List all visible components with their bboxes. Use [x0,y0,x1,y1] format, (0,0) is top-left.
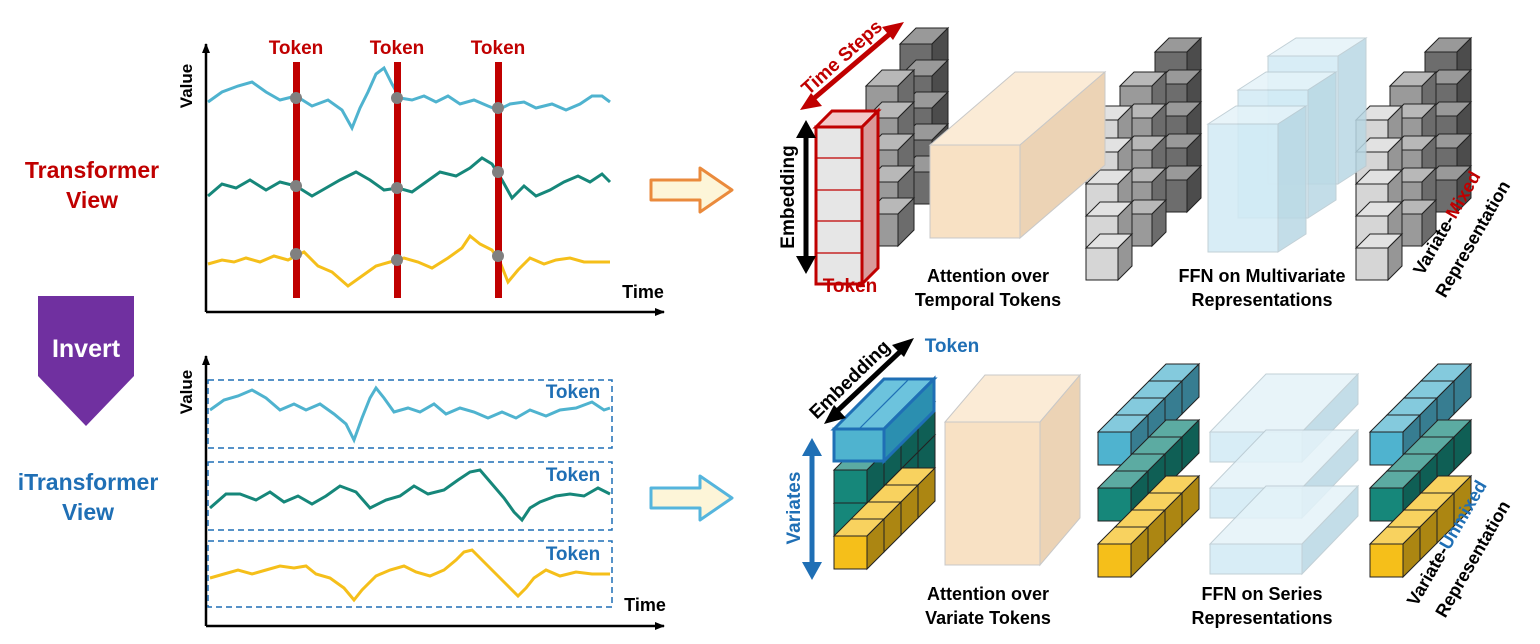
top-embedding-label: Embedding [778,145,799,248]
cube [1084,232,1134,282]
bottom-attention-label-line1: Attention over [927,584,1049,604]
bottom-token-label-1: Token [546,382,601,403]
top-token-bar-1 [293,62,300,298]
bottom-output-stack [1368,362,1473,579]
top-flow-arrow [649,166,734,214]
cube [1368,525,1422,579]
top-x-axis-label: Time [622,282,664,302]
bottom-time-series-plot: Value Time Token Token Token [177,355,666,630]
top-embedding-arrow [796,120,816,274]
top-series-teal [207,156,612,201]
top-output-stack [1354,36,1473,282]
bottom-ffn-boxes [1208,372,1360,576]
bottom-ffn-label-line1: FFN on Series [1201,584,1322,604]
ffn-box [1206,105,1308,253]
bottom-token-label-3: Token [546,544,601,565]
time-steps-arrow [800,22,904,110]
bottom-blue-token-bar [830,375,938,465]
bottom-token-box-2 [207,461,613,531]
bottom-attention-output-stack [1096,362,1201,579]
bottom-series-yellow [209,548,610,603]
cube [1096,469,1150,523]
ffn-slab [1208,484,1360,576]
bottom-flow-arrow [649,474,734,522]
invert-label: Invert [52,335,121,363]
top-attention-label-line2: Temporal Tokens [915,290,1061,310]
top-time-series-plot: Value Time Token Token Token [177,38,665,316]
top-ffn-boxes [1206,37,1368,253]
cube [832,517,886,571]
bottom-token-label-2: Token [546,465,601,486]
top-sample-dots [290,92,504,266]
variates-arrow [802,438,822,580]
top-y-axis-label: Value [177,64,196,108]
top-token-label-2: Token [370,38,425,59]
cube [1354,232,1404,282]
top-red-token-column [812,107,882,288]
bottom-token-box-3 [207,540,613,608]
top-attention-output-stack [1084,36,1203,282]
bottom-x-axis-label: Time [624,595,666,615]
top-attention-label-line1: Attention over [927,266,1049,286]
top-token-label-3: Token [471,38,526,59]
bottom-attention-box [943,373,1082,567]
top-token-label: Token [823,276,878,297]
top-ffn-label-line1: FFN on Multivariate [1178,266,1345,286]
bottom-token-box-1 [207,379,613,449]
top-series-light-blue [207,65,611,132]
top-ffn-label-line2: Representations [1191,290,1332,310]
transformer-view-label-line1: Transformer [25,157,159,183]
bottom-series-teal [209,468,611,523]
itransformer-view-label-line2: View [62,499,114,525]
cube [1368,469,1422,523]
bottom-attention-label-line2: Variate Tokens [925,608,1051,628]
cube [1096,525,1150,579]
top-series-yellow [207,233,610,288]
bottom-series-light-blue [209,385,611,444]
bottom-input-variate-stack [832,400,937,571]
top-token-bar-2 [394,62,401,298]
transformer-view-label-line2: View [66,187,118,213]
invert-arrow-shape [38,296,134,426]
variates-label: Variates [784,472,805,545]
top-token-label-1: Token [269,38,324,59]
bottom-ffn-label-line2: Representations [1191,608,1332,628]
bottom-y-axis-label: Value [177,370,196,414]
bottom-embedding-arrow [824,338,914,424]
bottom-token-label: Token [925,336,980,357]
top-token-bar-3 [495,62,502,298]
itransformer-view-label-line1: iTransformer [18,469,159,495]
top-attention-box [928,70,1107,240]
